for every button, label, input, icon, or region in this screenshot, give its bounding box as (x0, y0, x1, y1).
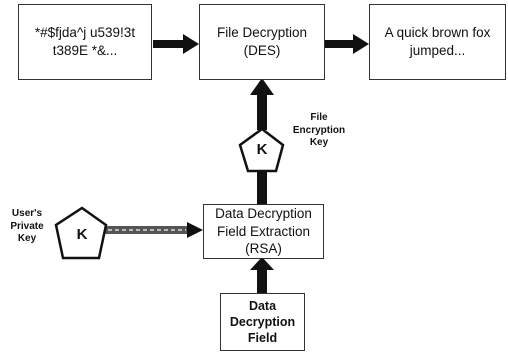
arrow-privatekey-to-extraction (105, 222, 203, 238)
file-key-label-line-3: Key (309, 137, 329, 148)
file-key-pentagon (238, 127, 285, 173)
ddf-extraction-box: Data Decryption Field Extraction (RSA) (203, 204, 324, 259)
file-encryption-key-label: File Encryption Key (288, 112, 350, 150)
file-decryption-algorithm: (DES) (243, 43, 281, 58)
arrow-extraction-to-decryption (250, 78, 274, 204)
plaintext-line-1: A quick brown fox (384, 25, 491, 41)
private-key-label-line-1: User's (11, 208, 43, 219)
plaintext-box: A quick brown fox jumped... (369, 4, 506, 80)
ddf-line-1: Data (248, 298, 277, 313)
arrow-decryption-to-plaintext (325, 34, 369, 54)
file-key-symbol: K (256, 141, 268, 158)
arrow-ddf-to-extraction (250, 257, 274, 293)
ddf-line-3: Field (247, 331, 278, 346)
extraction-line-1: Data Decryption (215, 206, 312, 222)
ciphertext-box: *#$fjda^j u539!3t t389E *&... (18, 4, 152, 80)
file-decryption-box: File Decryption (DES) (199, 4, 325, 80)
private-key-pentagon (54, 206, 108, 260)
file-decryption-title: File Decryption (216, 25, 308, 41)
private-key-label: User's Private Key (4, 208, 50, 246)
extraction-line-2: Field Extraction (216, 223, 311, 239)
private-key-label-line-2: Private (10, 220, 44, 232)
ddf-line-2: Decryption (229, 314, 296, 329)
private-key-symbol: K (76, 226, 88, 243)
ciphertext-line-2: t389E *&... (52, 43, 118, 58)
file-key-label-line-1: File (310, 112, 328, 123)
ciphertext-line-1: *#$fjda^j u539!3t (34, 25, 136, 41)
extraction-algorithm: (RSA) (245, 241, 282, 257)
private-key-label-line-3: Key (17, 233, 37, 244)
file-key-label-line-2: Encryption (292, 124, 346, 136)
ddf-box: Data Decryption Field (220, 293, 305, 351)
plaintext-line-2: jumped... (409, 43, 466, 58)
arrow-ciphertext-to-decryption (153, 34, 199, 54)
